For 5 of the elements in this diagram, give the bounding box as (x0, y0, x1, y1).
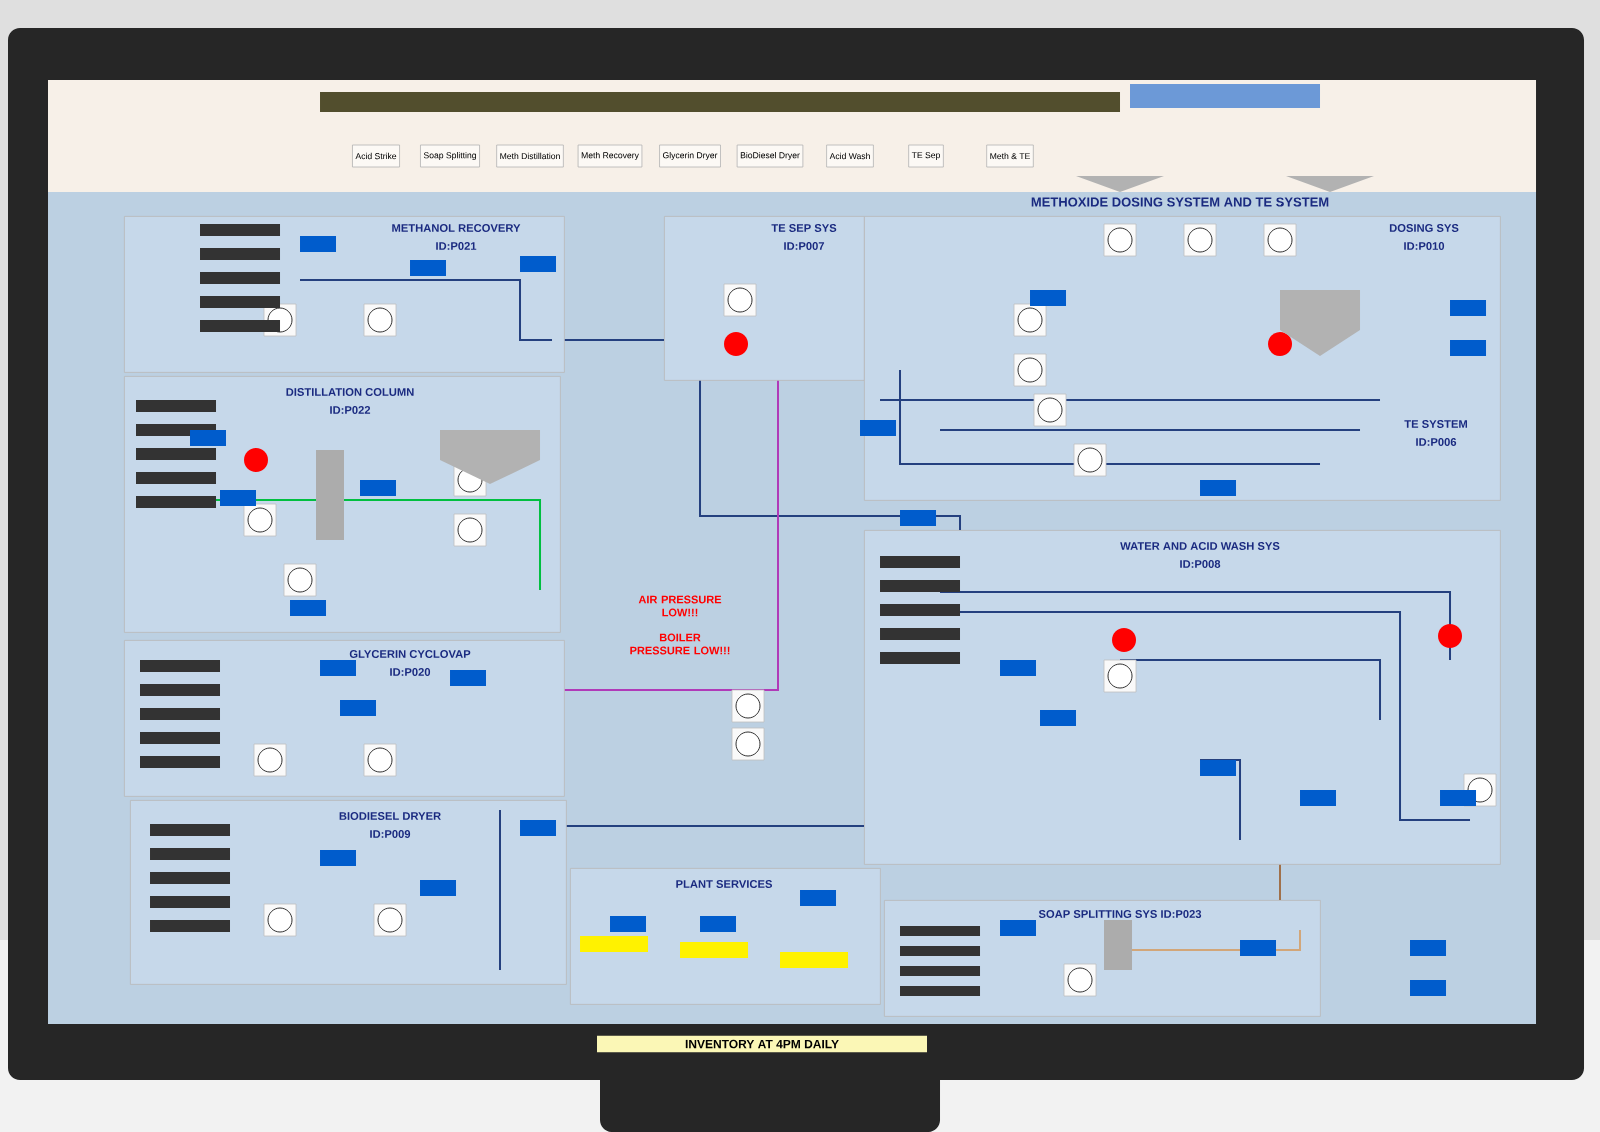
pipe-line (563, 379, 779, 691)
pipe-line (1279, 863, 1281, 901)
pipe-line (563, 339, 665, 341)
pipe-line (565, 825, 865, 827)
pipe-line (699, 379, 961, 531)
